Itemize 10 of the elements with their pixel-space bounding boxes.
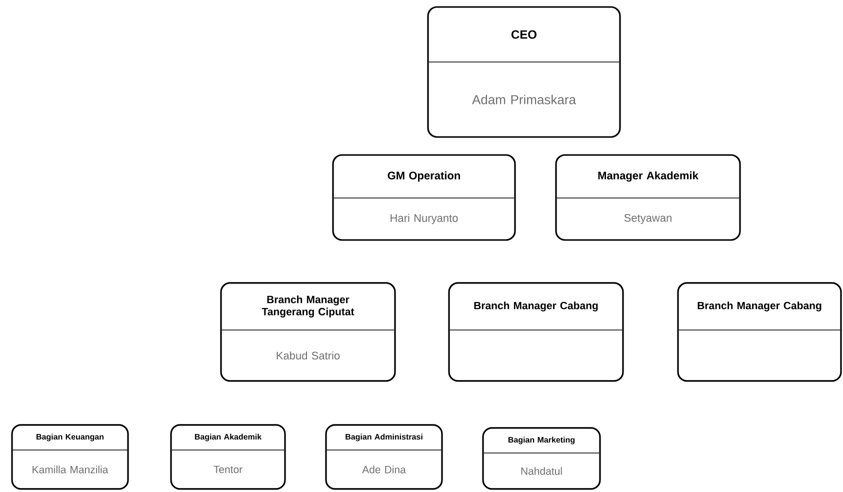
- role-box: CEO Adam Primaskara: [427, 6, 621, 138]
- role-box: GM Operation Hari Nuryanto: [332, 154, 516, 241]
- role-box: Branch Manager Cabang: [448, 282, 624, 382]
- role-box: Branch Manager Tangerang Ciputat Kabud Satrio: [220, 282, 396, 382]
- role-box: Bagian Administrasi Ade Dina: [325, 424, 443, 490]
- role-box: Bagian Keuangan Kamilla Manzilia: [11, 424, 129, 490]
- role-box: Bagian Marketing Nahdatul: [482, 427, 601, 490]
- role-box: Manager Akademik Setyawan: [555, 154, 741, 241]
- role-box: Bagian Akademik Tentor: [170, 424, 286, 490]
- role-box: Branch Manager Cabang: [677, 282, 842, 382]
